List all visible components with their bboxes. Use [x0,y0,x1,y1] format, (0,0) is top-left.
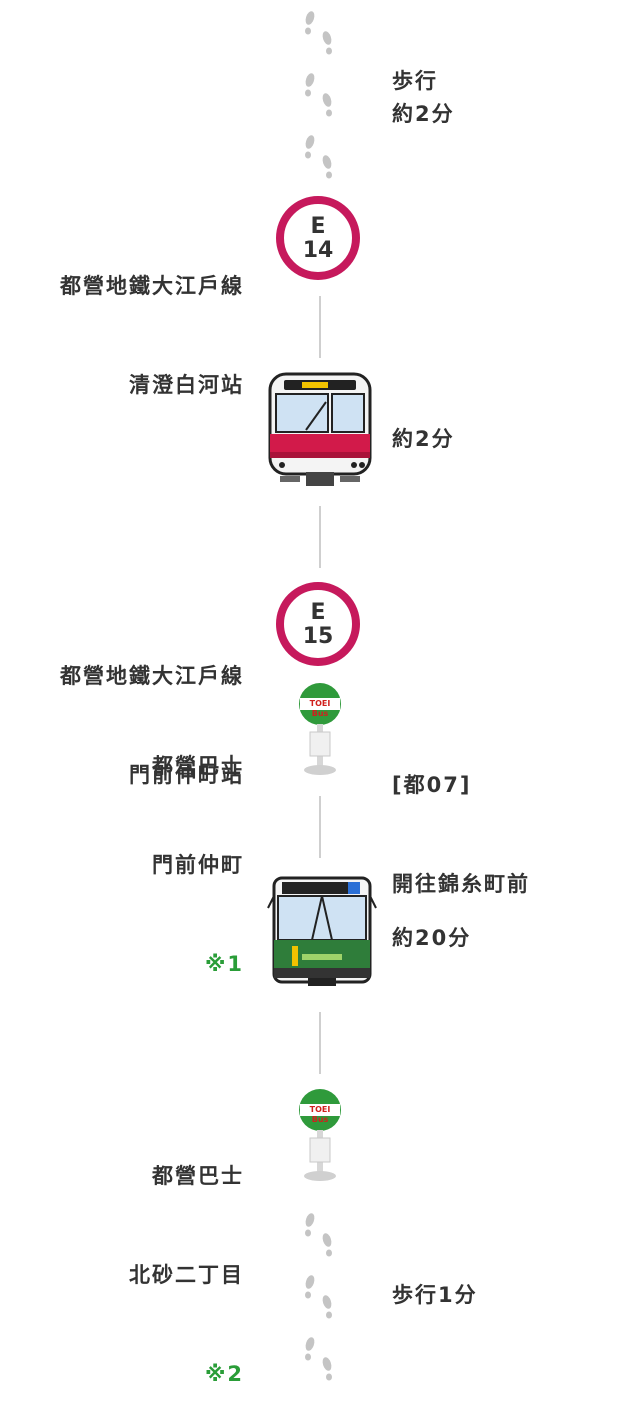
train-icon [268,372,372,486]
connector-line [319,796,321,858]
footprints-icon [305,11,332,179]
bus-stop-icon: TOEI Bus [296,1088,344,1184]
footnote-mark: ※1 [204,952,244,976]
line-name: 都營地鐵大江戶線 [60,274,244,298]
bus-stop-name: 門前仲町 [152,853,244,877]
route-destination: 開往錦糸町前 [392,872,530,896]
bus-stop-icon: TOEI Bus [296,682,344,778]
station-code-letter: E [310,600,326,625]
bus-operator: 都營巴士 [152,754,244,778]
walk-duration-top: 歩行 約2分 [392,69,455,126]
station-e15-label: 都營地鐵大江戶線 門前仲町站 [60,594,244,825]
footnote-mark: ※2 [204,1362,244,1386]
bus-operator: 都營巴士 [152,1164,244,1188]
train-duration: 約2分 [392,427,455,451]
station-e14-label: 都營地鐵大江戶線 清澄白河站 [60,204,244,435]
connector-line [319,506,321,568]
station-name: 清澄白河站 [129,373,244,397]
station-code-number: 15 [302,624,334,649]
bus-icon [267,876,377,986]
line-name: 都營地鐵大江戶線 [60,664,244,688]
station-code-letter: E [310,214,326,239]
bus-stop-name: 北砂二丁目 [129,1263,244,1287]
footprints-icon [305,1213,332,1381]
bus-duration: 約20分 [392,926,472,950]
station-code-number: 14 [302,238,334,263]
connector-line [319,1012,321,1074]
walk-duration-bottom: 歩行1分 [392,1283,478,1307]
bus-stop-2-label: 都營巴士 北砂二丁目 ※2 [129,1094,244,1424]
station-e15-badge: E 15 [276,582,360,666]
bus-sign-text: TOEI Bus [309,1105,331,1124]
connector-line [319,296,321,358]
bus-sign-text: TOEI Bus [309,699,331,718]
bus-stop-1-label: 都營巴士 門前仲町 ※1 [152,684,244,1014]
station-e14-badge: E 14 [276,196,360,280]
bus-route-label: [都07] 開往錦糸町前 [392,703,530,934]
station-name: 門前仲町站 [129,763,244,787]
route-number: [都07] [392,773,472,797]
